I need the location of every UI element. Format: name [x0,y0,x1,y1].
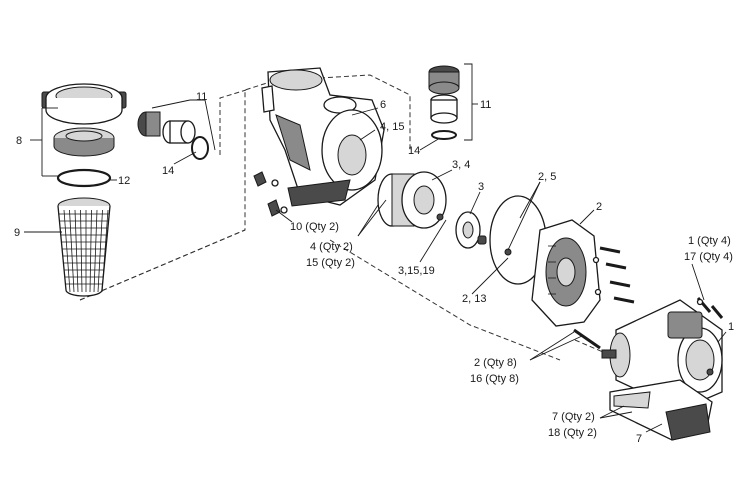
pump-housing [261,67,385,207]
union-fitting-left [137,111,209,160]
housing-bolts [573,246,635,350]
label-part-14-right: 14 [408,145,420,157]
seal-plate [531,219,601,327]
impeller [455,211,487,249]
assembly-guide-lines [79,74,611,361]
drain-plugs [253,171,288,217]
part-labels: 8 12 9 11 14 11 14 6 4, 15 3, 4 3 2, 5 2… [14,91,734,445]
label-part-1: 1 [728,321,734,333]
label-part-17-qty: 17 (Qty 4) [684,251,733,263]
lid-o-ring [56,168,112,188]
label-part-1-qty: 1 (Qty 4) [688,235,731,247]
label-part-2-qty: 2 (Qty 8) [474,357,517,369]
diffuser [377,171,447,229]
label-part-3-15-19: 3,15,19 [398,265,435,277]
motor [601,299,723,411]
label-part-8: 8 [16,135,22,147]
strainer-basket [57,197,111,297]
label-part-14-left: 14 [162,165,174,177]
label-part-2-5: 2, 5 [538,171,556,183]
label-part-4-qty: 4 (Qty 2) [310,241,353,253]
strainer-lid-assembly [41,83,127,157]
label-part-2-13: 2, 13 [462,293,486,305]
label-part-4-15: 4, 15 [380,121,404,133]
union-fitting-right [428,65,460,140]
label-part-12: 12 [118,175,130,187]
label-part-6: 6 [380,99,386,111]
leader-lines [24,63,727,433]
label-part-7: 7 [636,433,642,445]
label-part-7-qty: 7 (Qty 2) [552,411,595,423]
label-part-2: 2 [596,201,602,213]
label-part-16-qty: 16 (Qty 8) [470,373,519,385]
label-part-18-qty: 18 (Qty 2) [548,427,597,439]
motor-bolts [696,297,724,319]
motor-base [609,379,713,441]
label-part-15-qty: 15 (Qty 2) [306,257,355,269]
label-part-3: 3 [478,181,484,193]
label-part-11-right: 11 [480,99,491,111]
label-part-3-4: 3, 4 [452,159,470,171]
label-part-9: 9 [14,227,20,239]
label-part-10-qty: 10 (Qty 2) [290,221,339,233]
label-part-11-left: 11 [196,91,207,103]
